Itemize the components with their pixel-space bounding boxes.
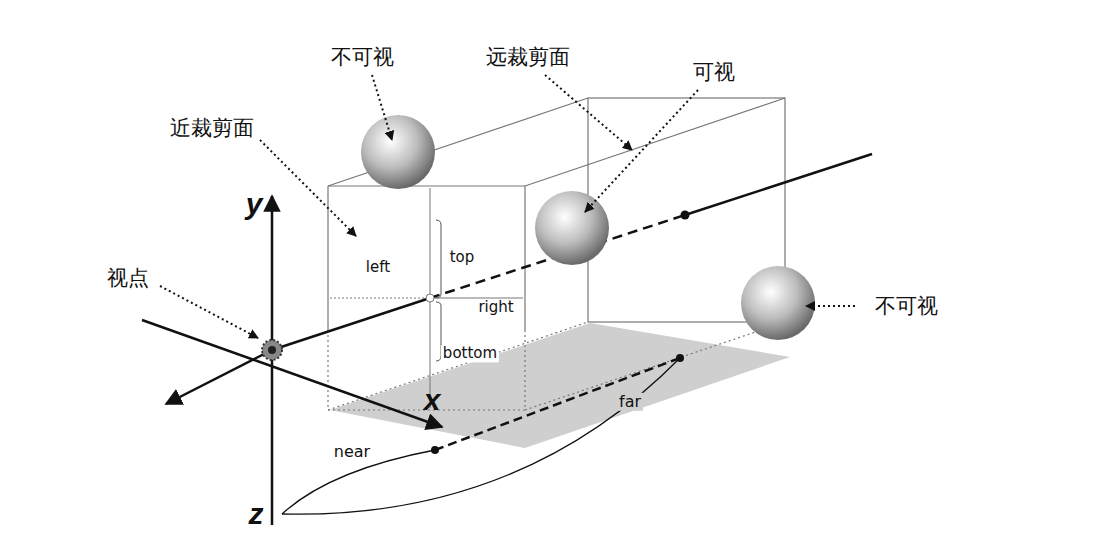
caption-label: 不可视 [873,294,940,318]
dimension-label: near [332,443,372,461]
dimension-label: top [448,249,477,266]
dimension-label: left [364,259,392,276]
caption-label: 远裁剪面 [484,45,572,69]
axis-label: x [422,383,443,418]
axis-label: z [247,497,266,532]
dimension-label: far [617,393,643,411]
caption-label: 不可视 [329,45,396,69]
caption-label: 近裁剪面 [168,116,256,140]
dimension-label: right [476,299,515,316]
axis-label: y [244,187,265,222]
caption-label: 视点 [105,266,151,290]
caption-label: 可视 [691,60,737,84]
dimension-label: bottom [441,345,499,362]
